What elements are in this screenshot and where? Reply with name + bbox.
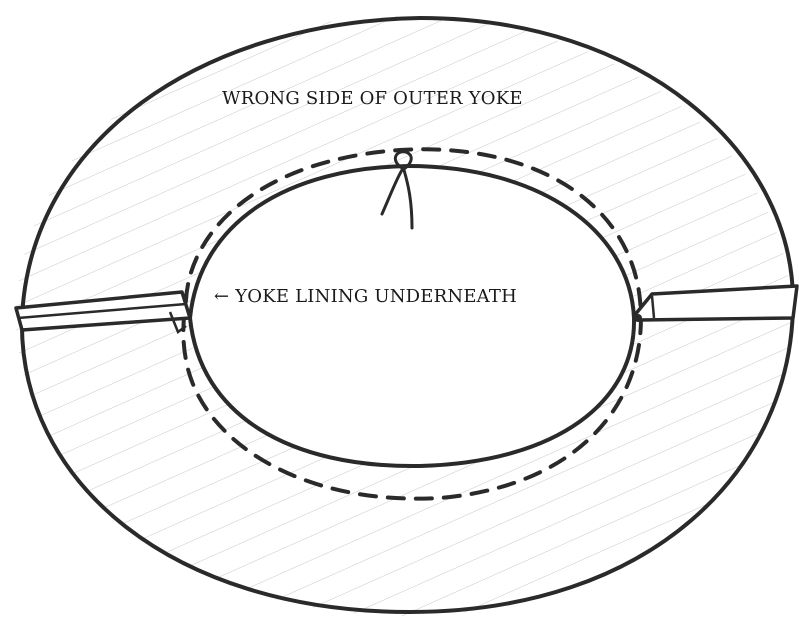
- outer-yoke-label: WRONG SIDE OF OUTER YOKE: [222, 88, 523, 109]
- right-shoulder-seam: [632, 284, 799, 322]
- yoke-lining-label: ← YOKE LINING UNDERNEATH: [214, 286, 517, 307]
- left-shoulder-seam: [14, 290, 192, 334]
- thread-loop-icon: [380, 150, 414, 230]
- lining-stitch-line: [181, 147, 643, 501]
